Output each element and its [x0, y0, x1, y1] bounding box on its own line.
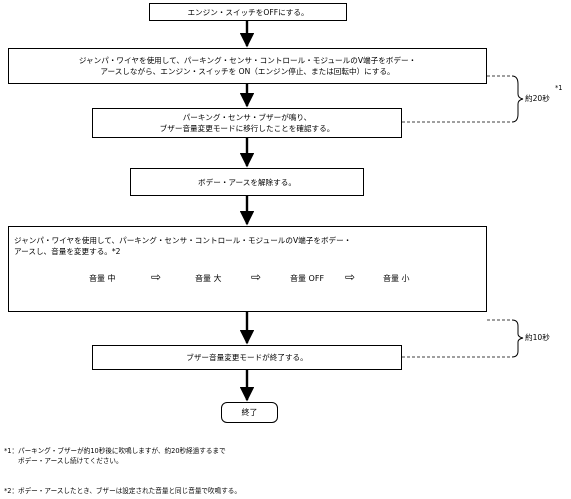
volume-low: 音量 小	[383, 274, 410, 283]
step-engine-switch-off: エンジン・スイッチをOFFにする。	[149, 3, 347, 21]
cycle-arrow-icon-1: ⇨	[151, 270, 162, 284]
footnote-1-line-2: ボデー・アースし続けてください。	[4, 456, 226, 466]
volume-medium: 音量 中	[89, 274, 116, 283]
step-buzzer-line-1: パーキング・センサ・ブザーが鳴り、	[182, 113, 312, 122]
step-jumper-line-1: ジャンパ・ワイヤを使用して、パーキング・センサ・コントロール・モジュールのV端子…	[78, 56, 417, 65]
cycle-arrow-icon-2: ⇨	[251, 270, 262, 284]
step-mode-end: ブザー音量変更モードが終了する。	[92, 345, 402, 370]
brace-2	[511, 319, 524, 358]
footnote-1-line-1: *1：パーキング・ブザーが約10秒後に吹鳴しますが、約20秒経過するまで	[4, 446, 226, 456]
brace-label-10s: 約10秒	[525, 333, 550, 342]
footnote-1-text-1: パーキング・ブザーが約10秒後に吹鳴しますが、約20秒経過するまで	[18, 447, 226, 455]
step-mode-end-text: ブザー音量変更モードが終了する。	[186, 353, 308, 362]
footnote-1-mark: *1：	[4, 447, 19, 455]
volume-high: 音量 大	[195, 274, 222, 283]
step-change-volume-line-2: アースし、音量を変更する。*2	[14, 247, 121, 256]
step-change-volume-line-1: ジャンパ・ワイヤを使用して、パーキング・センサ・コントロール・モジュールのV端子…	[14, 236, 352, 245]
brace-note-mark-1: *1	[555, 84, 563, 92]
step-release-ground: ボデー・アースを解除する。	[130, 168, 364, 196]
step-change-volume: ジャンパ・ワイヤを使用して、パーキング・センサ・コントロール・モジュールのV端子…	[8, 226, 487, 312]
step-jumper-line-2: アースしながら、エンジン・スイッチを ON（エンジン停止、または回転中）にする。	[100, 67, 395, 76]
step-buzzer-confirm: パーキング・センサ・ブザーが鳴り、 ブザー音量変更モードに移行したことを確認する…	[92, 108, 402, 138]
end-terminal-text: 終了	[241, 408, 258, 417]
step-change-volume-desc: ジャンパ・ワイヤを使用して、パーキング・センサ・コントロール・モジュールのV端子…	[14, 235, 481, 257]
footnote-1: *1：パーキング・ブザーが約10秒後に吹鳴しますが、約20秒経過するまで ボデー…	[4, 446, 226, 466]
step-engine-switch-off-text: エンジン・スイッチをOFFにする。	[187, 7, 309, 17]
volume-off: 音量 OFF	[290, 274, 325, 283]
end-terminal: 終了	[221, 402, 278, 423]
footnote-1-text-2: ボデー・アースし続けてください。	[18, 457, 123, 465]
step-release-ground-text: ボデー・アースを解除する。	[198, 177, 296, 187]
footnote-2-text: ボデー・アースしたとき、ブザーは設定された音量と同じ音量で吹鳴する。	[18, 487, 241, 495]
footnote-2-mark: *2：	[4, 487, 19, 495]
footnote-2: *2：ボデー・アースしたとき、ブザーは設定された音量と同じ音量で吹鳴する。	[4, 486, 241, 496]
step-jumper-ground-ignition-on: ジャンパ・ワイヤを使用して、パーキング・センサ・コントロール・モジュールのV端子…	[8, 48, 487, 84]
brace-label-20s: 約20秒	[525, 94, 550, 103]
cycle-arrow-icon-3: ⇨	[345, 270, 356, 284]
brace-1	[511, 75, 524, 123]
step-buzzer-line-2: ブザー音量変更モードに移行したことを確認する。	[159, 124, 335, 133]
